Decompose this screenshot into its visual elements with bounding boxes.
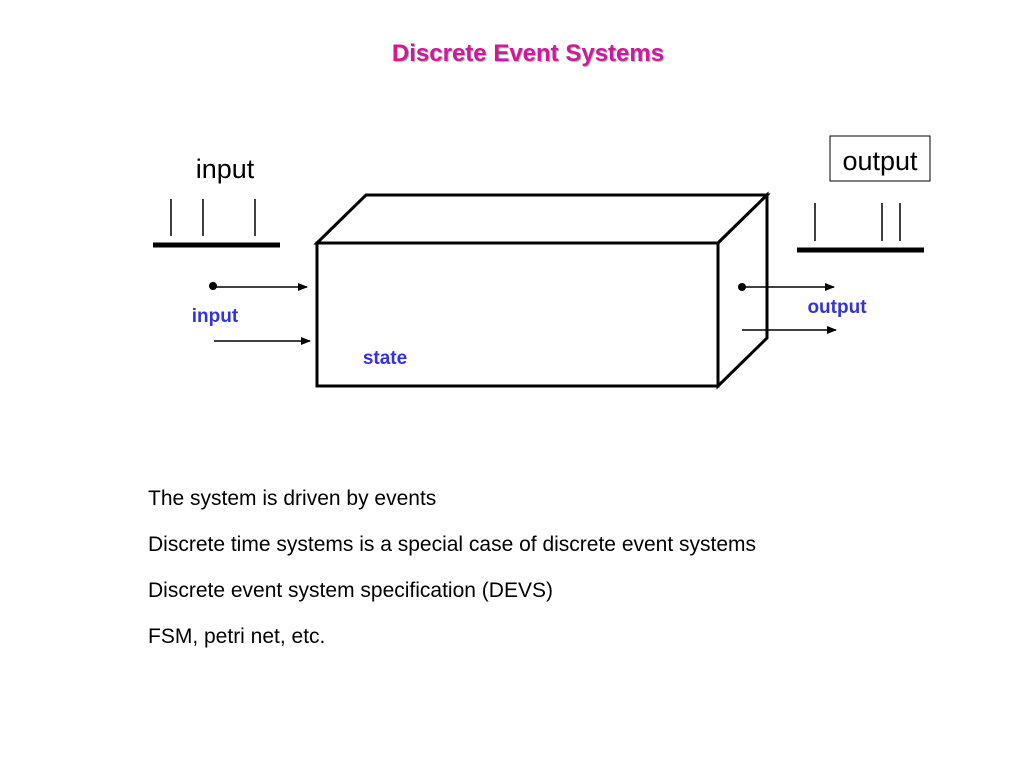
bullet-list: The system is driven by events Discrete … bbox=[148, 484, 756, 668]
slide-title: Discrete Event Systems bbox=[391, 40, 665, 67]
state-label: state bbox=[363, 348, 407, 369]
bullet-item: FSM, petri net, etc. bbox=[148, 625, 326, 648]
bullet-item: Discrete time systems is a special case … bbox=[148, 533, 757, 556]
box-top-face bbox=[313, 193, 771, 245]
output-label: output bbox=[807, 297, 867, 318]
output-header-box bbox=[829, 135, 931, 182]
input-event-timeline bbox=[153, 199, 280, 248]
output-event-timeline bbox=[797, 203, 924, 253]
bullet-item: Discrete event system specification (DEV… bbox=[148, 579, 553, 602]
input-label: input bbox=[192, 306, 239, 327]
input-header-label: input bbox=[196, 154, 255, 184]
system-box-diagram: input output input output state bbox=[153, 135, 931, 390]
box-front-face bbox=[315, 241, 720, 388]
input-arrows bbox=[209, 282, 311, 345]
bullet-item: The system is driven by events bbox=[148, 487, 437, 510]
output-arrows bbox=[738, 283, 837, 334]
input-event-dot bbox=[209, 282, 217, 290]
output-header-label: output bbox=[842, 146, 918, 176]
